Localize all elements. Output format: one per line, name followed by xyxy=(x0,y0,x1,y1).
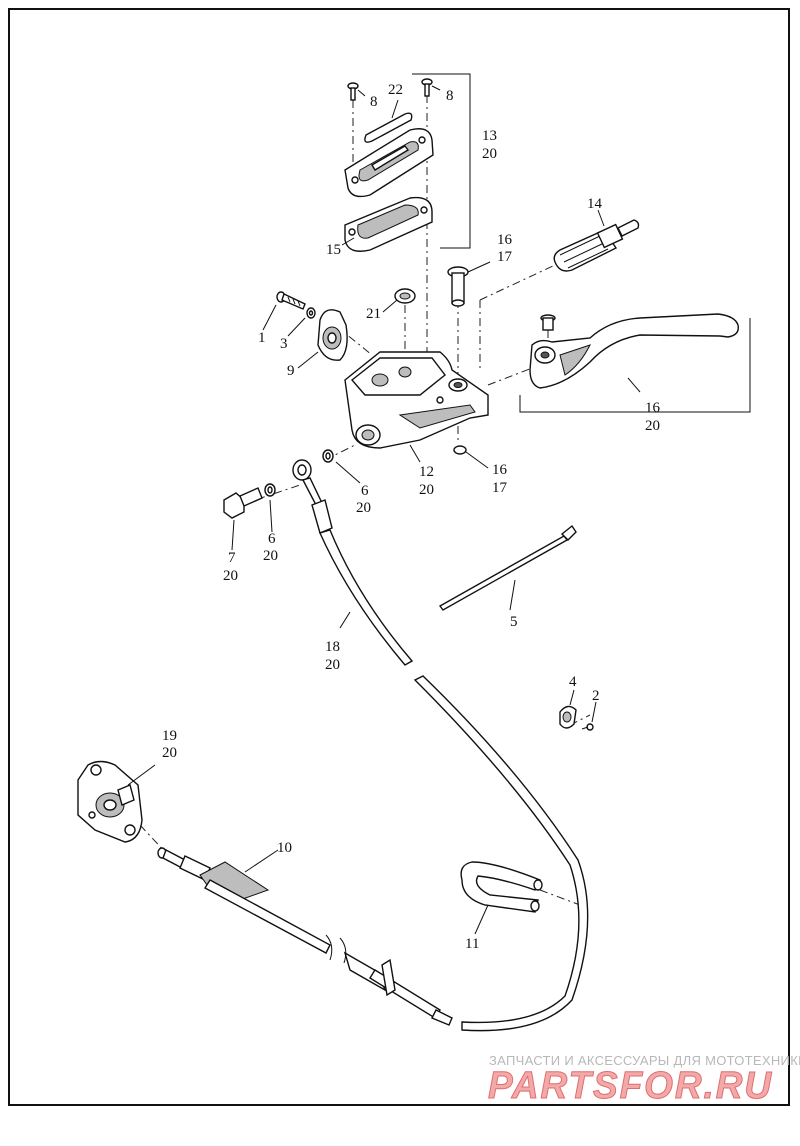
watermark-brand: PARTSFOR.RU xyxy=(488,1065,773,1107)
label-16-clip: 16 xyxy=(492,462,508,478)
washer-6-right xyxy=(322,449,334,463)
leader-lines xyxy=(127,85,641,935)
label-6-right: 6 xyxy=(361,483,369,499)
gasket-15 xyxy=(344,196,433,252)
sight-glass-22 xyxy=(364,112,413,143)
label-9: 9 xyxy=(287,363,295,379)
label-11: 11 xyxy=(465,936,479,952)
label-19: 19 xyxy=(162,728,177,744)
diagram-frame xyxy=(8,8,790,1106)
label-7-sub: 20 xyxy=(223,568,238,584)
label-19-sub: 20 xyxy=(162,745,177,761)
label-12-sub: 20 xyxy=(419,482,434,498)
label-13: 13 xyxy=(482,128,497,144)
cable-strap-5 xyxy=(438,524,577,611)
clutch-cable-10 xyxy=(157,847,453,1026)
screw-8-left xyxy=(347,82,359,101)
slave-cylinder-19 xyxy=(77,760,143,843)
screw-2 xyxy=(581,723,594,731)
label-3: 3 xyxy=(280,336,288,352)
watermark: ЗАПЧАСТИ И АКСЕССУАРЫ ДЛЯ МОТОТЕХНИКИ PA… xyxy=(488,1053,800,1108)
master-cylinder-12 xyxy=(344,351,489,449)
label-16-lever: 16 xyxy=(645,400,661,416)
label-6-left: 6 xyxy=(268,531,276,547)
cable-clip-11 xyxy=(460,861,543,913)
label-5: 5 xyxy=(510,614,518,630)
retaining-clip-16 xyxy=(453,445,467,455)
label-16-clip-sub: 17 xyxy=(492,480,508,496)
part-labels: 1 2 3 4 5 6 20 6 20 7 20 8 8 9 10 11 12 … xyxy=(162,82,661,952)
label-18-sub: 20 xyxy=(325,657,340,673)
label-18: 18 xyxy=(325,639,340,655)
banjo-bolt-7 xyxy=(223,487,263,519)
hydraulic-hose-18 xyxy=(292,459,589,1032)
reservoir-cover-13 xyxy=(344,128,434,198)
label-16-top: 16 xyxy=(497,232,513,248)
label-6-left-sub: 20 xyxy=(263,548,278,564)
label-8-left: 8 xyxy=(370,94,378,110)
label-7: 7 xyxy=(228,550,236,566)
label-6-right-sub: 20 xyxy=(356,500,371,516)
label-14: 14 xyxy=(587,196,603,212)
lever-bushing xyxy=(540,314,556,331)
label-1: 1 xyxy=(258,330,266,346)
label-13-sub: 20 xyxy=(482,146,497,162)
label-8-right: 8 xyxy=(446,88,454,104)
bushing-21 xyxy=(394,288,416,304)
label-12: 12 xyxy=(419,464,434,480)
label-4: 4 xyxy=(569,674,577,690)
clutch-lever-16 xyxy=(529,313,739,389)
pivot-pin-16 xyxy=(447,266,469,307)
label-21: 21 xyxy=(366,306,381,322)
screw-8-right xyxy=(421,78,433,97)
label-2: 2 xyxy=(592,688,600,704)
clamp-9 xyxy=(317,309,348,361)
washer-6-left xyxy=(264,483,276,497)
label-22: 22 xyxy=(388,82,403,98)
label-15: 15 xyxy=(326,242,341,258)
watermark-tagline: ЗАПЧАСТИ И АКСЕССУАРЫ ДЛЯ МОТОТЕХНИКИ xyxy=(489,1053,800,1068)
label-16-lever-sub: 20 xyxy=(645,418,660,434)
washer-3 xyxy=(306,307,316,319)
clip-4 xyxy=(559,705,577,729)
label-16-top-sub: 17 xyxy=(497,249,513,265)
label-10: 10 xyxy=(277,840,292,856)
screw-1 xyxy=(276,291,306,310)
piston-14 xyxy=(553,219,640,272)
